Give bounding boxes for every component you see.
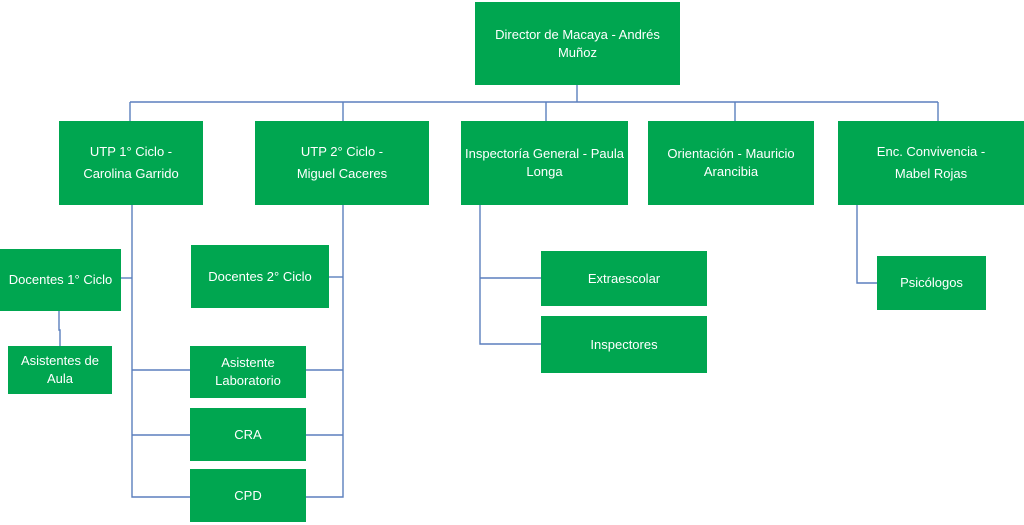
node-inspectores: Inspectores: [541, 316, 707, 373]
node-utp2: UTP 2° Ciclo - Miguel Caceres: [255, 121, 429, 205]
node-asistentes-aula-label: Asistentes de Aula: [20, 353, 100, 386]
node-convivencia-label: Enc. Convivencia - Mabel Rojas: [876, 144, 986, 181]
node-cpd: CPD: [190, 469, 306, 522]
node-asistentes-aula: Asistentes de Aula: [8, 346, 112, 394]
node-convivencia: Enc. Convivencia - Mabel Rojas: [838, 121, 1024, 205]
node-orientacion: Orientación - Mauricio Arancibia: [648, 121, 814, 205]
node-cra: CRA: [190, 408, 306, 461]
node-inspectores-label: Inspectores: [590, 336, 658, 352]
node-docentes2: Docentes 2° Ciclo: [191, 245, 329, 308]
node-docentes1: Docentes 1° Ciclo: [0, 249, 121, 311]
connector-utp1-trunk: [131, 205, 190, 498]
node-cpd-label: CPD: [234, 487, 262, 503]
node-extraescolar: Extraescolar: [541, 251, 707, 306]
node-inspectoria: Inspectoría General - Paula Longa: [461, 121, 628, 205]
node-director-label: Director de Macaya - Andrés Muñoz: [495, 26, 660, 60]
connector-docentes1-asistentes: [58, 311, 61, 346]
node-docentes1-label: Docentes 1° Ciclo: [8, 272, 113, 287]
node-orientacion-label: Orientación - Mauricio Arancibia: [667, 146, 795, 179]
connector-convivencia-psicologos: [856, 205, 877, 284]
node-utp2-label: UTP 2° Ciclo - Miguel Caceres: [296, 144, 388, 181]
node-cra-label: CRA: [234, 426, 262, 442]
node-docentes2-label: Docentes 2° Ciclo: [208, 268, 312, 284]
node-director: Director de Macaya - Andrés Muñoz: [475, 2, 680, 85]
node-extraescolar-label: Extraescolar: [587, 270, 661, 286]
node-asistente-laboratorio: Asistente Laboratorio: [190, 346, 306, 398]
connector-utp2-trunk: [306, 205, 344, 498]
node-psicologos: Psicólogos: [877, 256, 986, 310]
node-utp1: UTP 1° Ciclo - Carolina Garrido: [59, 121, 203, 205]
node-utp1-label: UTP 1° Ciclo - Carolina Garrido: [83, 144, 179, 181]
node-psicologos-label: Psicólogos: [900, 275, 963, 290]
node-asistente-laboratorio-label: Asistente Laboratorio: [215, 355, 281, 388]
connector-inspectoria-trunk: [479, 205, 541, 345]
node-inspectoria-label: Inspectoría General - Paula Longa: [465, 146, 624, 179]
